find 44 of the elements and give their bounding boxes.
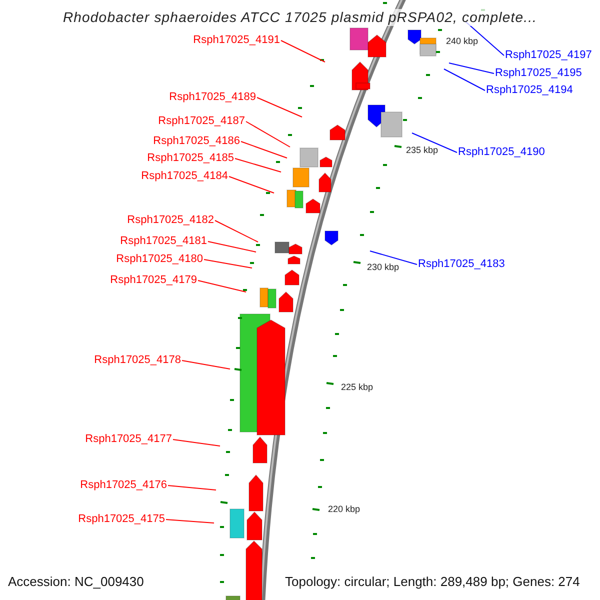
info-text: Topology: circular; Length: 289,489 bp; Genes: 274 [285,574,580,589]
leader-line [444,68,486,91]
gene-label: Rsph17025_4186 [153,135,240,148]
leader-line [246,121,290,148]
gene-label: Rsph17025_4191 [193,34,280,47]
gene-label: Rsph17025_4182 [127,214,214,227]
scale-label: 235 kbp [406,145,438,156]
gene-label: Rsph17025_4177 [85,433,172,446]
leader-line [166,519,214,524]
leader-line [240,141,288,158]
gene-label: Rsph17025_4183 [418,258,505,271]
scale-label: 240 kbp [446,36,478,47]
gene-label: Rsph17025_4179 [110,274,197,287]
gene-label: Rsph17025_4184 [141,170,228,183]
leader-line [412,132,458,153]
gene-label: Rsph17025_4190 [458,146,545,159]
leader-line [168,485,216,490]
gene-label: Rsph17025_4175 [78,513,165,526]
gene-label: Rsph17025_4185 [147,152,234,165]
leader-line [172,439,220,446]
gene-label: Rsph17025_4197 [505,49,592,62]
leader-line [204,259,252,268]
gene-label: Rsph17025_4187 [158,115,245,128]
info-text: Accession: NC_009430 [8,574,144,589]
gene-label: Rsph17025_4181 [120,235,207,248]
gene-label: Rsph17025_4180 [116,253,203,266]
gene-label: Rsph17025_4195 [495,67,582,80]
leader-line [228,176,274,194]
scale-label: 225 kbp [341,382,374,393]
leader-line [370,250,418,265]
leader-line [256,97,302,118]
gene-label: Rsph17025_4176 [80,479,167,492]
gene-label: Rsph17025_4189 [169,91,256,104]
scale-label: 230 kbp [367,262,400,273]
scale-label: 220 kbp [328,504,360,515]
gene-label: Rsph17025_4194 [486,84,573,97]
gene-label: Rsph17025_4178 [94,354,181,367]
leader-line [214,220,258,242]
leader-line [208,241,256,252]
leader-line [182,360,230,370]
leader-line [448,62,494,74]
leader-line [198,280,246,292]
leader-line [280,40,326,62]
leader-line [234,158,282,172]
